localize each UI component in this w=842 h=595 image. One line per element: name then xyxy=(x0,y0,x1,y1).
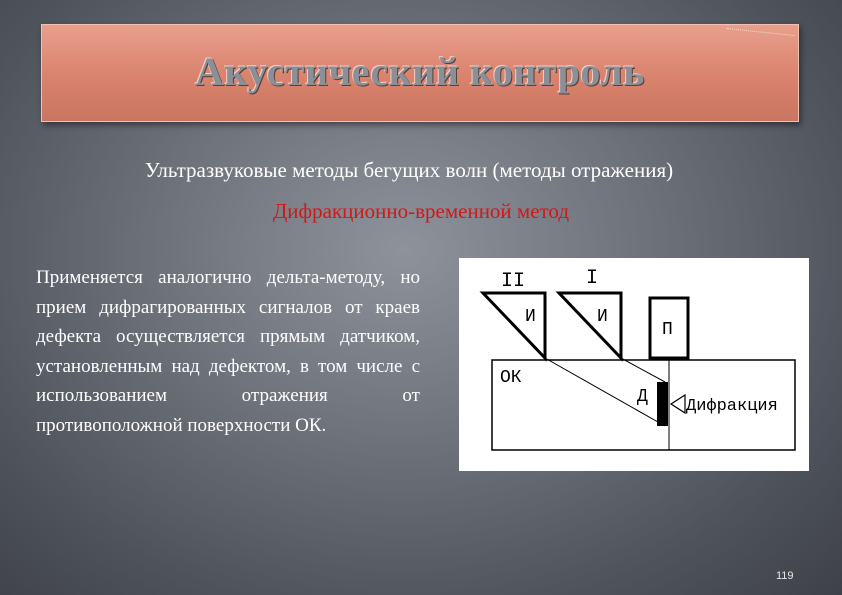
tofd-diagram-svg: II I И И П ОК Д Дифракция xyxy=(479,267,796,451)
method-title: Дифракционно-временной метод xyxy=(272,199,570,223)
defect-marker xyxy=(657,382,668,426)
decorative-corner-line xyxy=(725,28,795,47)
test-object-outline xyxy=(491,359,796,451)
tofd-diagram: II I И И П ОК Д Дифракция xyxy=(459,258,809,471)
body-paragraph: Применяется аналогично дельта-методу, но… xyxy=(36,267,420,436)
diffraction-label: Дифракция xyxy=(686,397,778,416)
probe-1-label: I xyxy=(586,267,598,290)
emitter-2-label: И xyxy=(525,307,536,327)
emitter-1-label: И xyxy=(597,307,608,327)
defect-label: Д xyxy=(637,387,648,407)
test-object-label: ОК xyxy=(500,368,522,388)
diffraction-arrow xyxy=(669,393,686,415)
receiver-label: П xyxy=(662,320,673,340)
title-banner: Акустический контроль xyxy=(41,24,799,122)
beam-path-2 xyxy=(544,357,666,427)
slide-title: Акустический контроль xyxy=(195,49,645,94)
probe-2-wedge xyxy=(479,291,547,362)
page-number: 119 xyxy=(776,570,794,582)
beam-path-1 xyxy=(620,357,666,383)
probe-1-wedge xyxy=(555,291,623,362)
probe-2-label: II xyxy=(501,270,525,293)
receiver-probe xyxy=(648,296,690,360)
slide-subtitle: Ультразвуковые методы бегущих волн (мето… xyxy=(144,158,674,182)
